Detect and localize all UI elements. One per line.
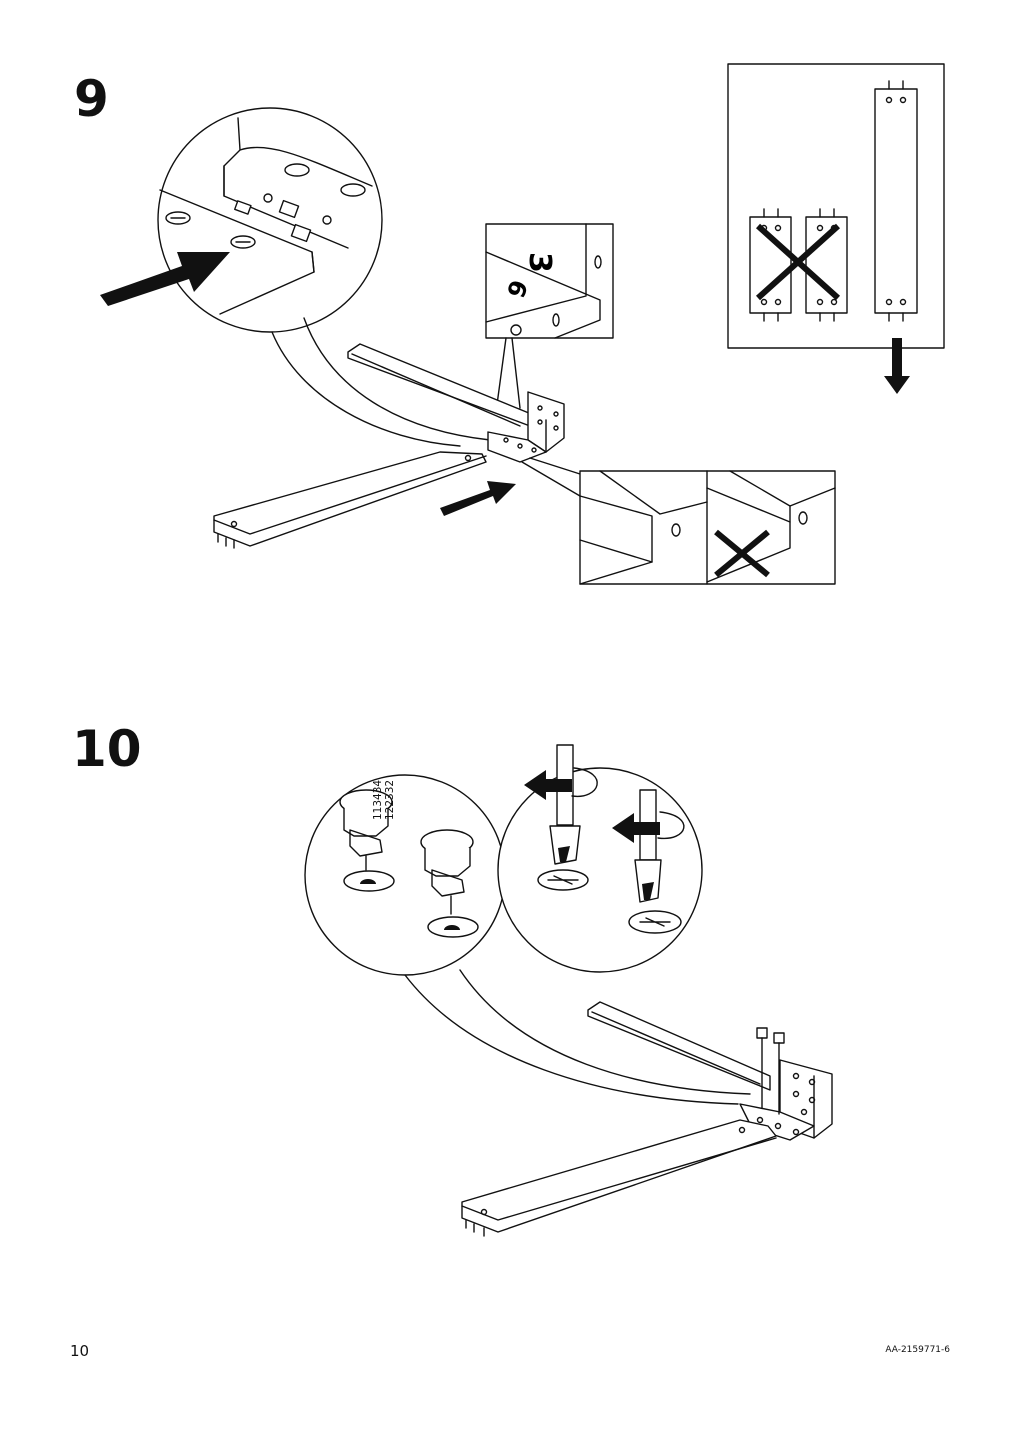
wrong-cross-icon <box>755 223 841 301</box>
step-number-9: 9 <box>74 70 109 128</box>
down-arrow-icon <box>884 338 910 394</box>
rotate-clockwise-icon <box>612 811 685 843</box>
page-number: 10 <box>70 1342 90 1360</box>
step-number-10: 10 <box>72 720 142 778</box>
document-code: AA-2159771-6 <box>885 1345 950 1355</box>
push-arrow-icon <box>440 481 516 516</box>
wrong-cross-icon <box>714 529 770 578</box>
part-code: 122332 <box>384 779 396 820</box>
part-codes: 113434 122332 <box>372 780 396 820</box>
step9-frame-corner <box>347 343 565 463</box>
step9-detail-circle <box>157 107 383 333</box>
step10-screwdriver-circle <box>497 744 703 973</box>
push-arrow-icon <box>100 252 230 306</box>
step10-long-board <box>461 1119 777 1237</box>
cam-lock-icon <box>339 789 395 892</box>
step9-long-board <box>213 451 487 549</box>
step10-cam-lock-circle <box>304 774 506 976</box>
number-detail-box: 3 9 <box>485 223 614 339</box>
rotate-clockwise-icon <box>524 767 598 800</box>
cam-lock-icon <box>420 829 479 938</box>
part-code: 113434 <box>372 779 384 820</box>
correct-wrong-box <box>579 470 836 585</box>
orientation-box <box>727 63 945 349</box>
step10-frame-corner <box>587 1001 833 1141</box>
svg-text:3: 3 <box>522 252 557 273</box>
